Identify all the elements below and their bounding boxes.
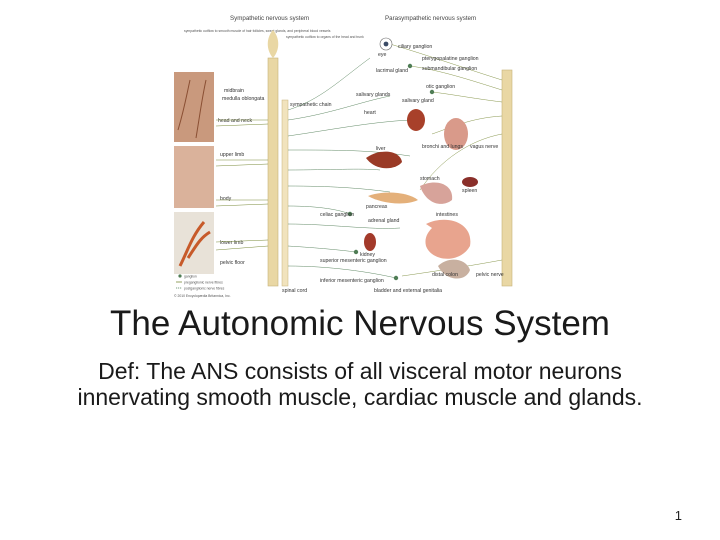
header-parasympathetic: Parasympathetic nervous system: [385, 15, 476, 22]
pancreas-icon: [368, 192, 418, 204]
legend-preganglionic: preganglionic nerve fibres: [184, 281, 223, 285]
ciliary-ganglion-icon: [407, 63, 413, 69]
parasympathetic-fibres: [389, 43, 503, 277]
label-intestines: intestines: [436, 212, 458, 218]
heart-icon: [407, 109, 425, 131]
label-distal-colon: distal colon: [432, 272, 458, 278]
label-adrenal: adrenal gland: [368, 218, 400, 224]
label-stomach: stomach: [420, 176, 440, 182]
label-pelvic-nerve: pelvic nerve: [476, 272, 504, 278]
left-spinal-cord: [267, 30, 289, 287]
label-pterygopalatine: pterygopalatine ganglion: [422, 56, 479, 62]
label-midbrain: midbrain: [224, 88, 244, 94]
label-body: body: [220, 196, 232, 202]
label-salivary: salivary glands: [356, 92, 391, 98]
ans-diagram-svg: Sympathetic nervous system Parasympathet…: [174, 15, 513, 298]
celiac-ganglion-icon: [347, 211, 353, 217]
kidney-icon: [364, 233, 376, 251]
legend: ganglion preganglionic nerve fibres post…: [174, 274, 231, 298]
right-spinal-cord: [501, 69, 513, 287]
header-sympathetic: Sympathetic nervous system: [230, 15, 309, 22]
figure-copyright: © 2010 Encyclopædia Britannica, Inc.: [174, 294, 231, 298]
label-inferior-mesenteric: inferior mesenteric ganglion: [320, 278, 384, 284]
liver-icon: [366, 151, 402, 169]
label-vagus: vagus nerve: [470, 144, 498, 150]
page-number: 1: [674, 508, 682, 523]
legend-postganglionic: postganglionic nerve fibres: [184, 287, 225, 291]
left-fibres: [215, 119, 269, 251]
label-upper-limb: upper limb: [220, 152, 244, 158]
label-submandibular: submandibular ganglion: [422, 66, 477, 72]
label-lacrimal: lacrimal gland: [376, 68, 408, 74]
label-lower-limb: lower limb: [220, 240, 243, 246]
label-bladder: bladder and external genitalia: [374, 288, 442, 294]
otic-ganglion-icon: [429, 89, 435, 95]
sup-mesenteric-ganglion-icon: [353, 249, 359, 255]
label-heart: heart: [364, 110, 376, 116]
legend-ganglion: ganglion: [184, 275, 197, 279]
label-liver: liver: [376, 146, 386, 152]
intestines-icon: [425, 219, 471, 259]
label-bronchi: bronchi and lungs: [422, 144, 463, 150]
label-ciliary-ganglion: ciliary ganglion: [398, 44, 432, 50]
bladder-icon: [438, 259, 470, 279]
inf-mesenteric-ganglion-icon: [393, 275, 399, 281]
label-head-neck: head and neck: [218, 118, 252, 124]
slide-definition: Def: The ANS consists of all visceral mo…: [77, 358, 643, 410]
label-kidney: kidney: [360, 252, 375, 258]
slide-title: The Autonomic Nervous System: [110, 304, 610, 343]
label-salivary-gland: salivary gland: [402, 98, 434, 104]
sympathetic-fibres: [287, 57, 411, 279]
organs: [347, 37, 478, 281]
lungs-icon: [444, 118, 468, 150]
label-celiac: celiac ganglion: [320, 212, 354, 218]
label-sympathetic-chain: sympathetic chain: [290, 102, 332, 108]
label-eye: eye: [378, 52, 386, 58]
label-medulla: medulla oblongata: [222, 96, 265, 102]
label-pancreas: pancreas: [366, 204, 388, 210]
note-left-a: sympathetic outflow to smooth muscle of …: [184, 29, 331, 33]
skin-panels: [174, 72, 214, 274]
label-spleen: spleen: [462, 188, 477, 194]
label-spinal-cord: spinal cord: [282, 288, 307, 294]
stomach-icon: [420, 182, 453, 204]
label-superior-mesenteric: superior mesenteric ganglion: [320, 258, 387, 264]
label-otic: otic ganglion: [426, 84, 455, 90]
spleen-icon: [462, 177, 478, 187]
label-pelvic-floor: pelvic floor: [220, 260, 245, 266]
ans-diagram-figure: Sympathetic nervous system Parasympathet…: [170, 10, 530, 300]
note-left-b: sympathetic outflow to organs of the hea…: [286, 35, 364, 39]
